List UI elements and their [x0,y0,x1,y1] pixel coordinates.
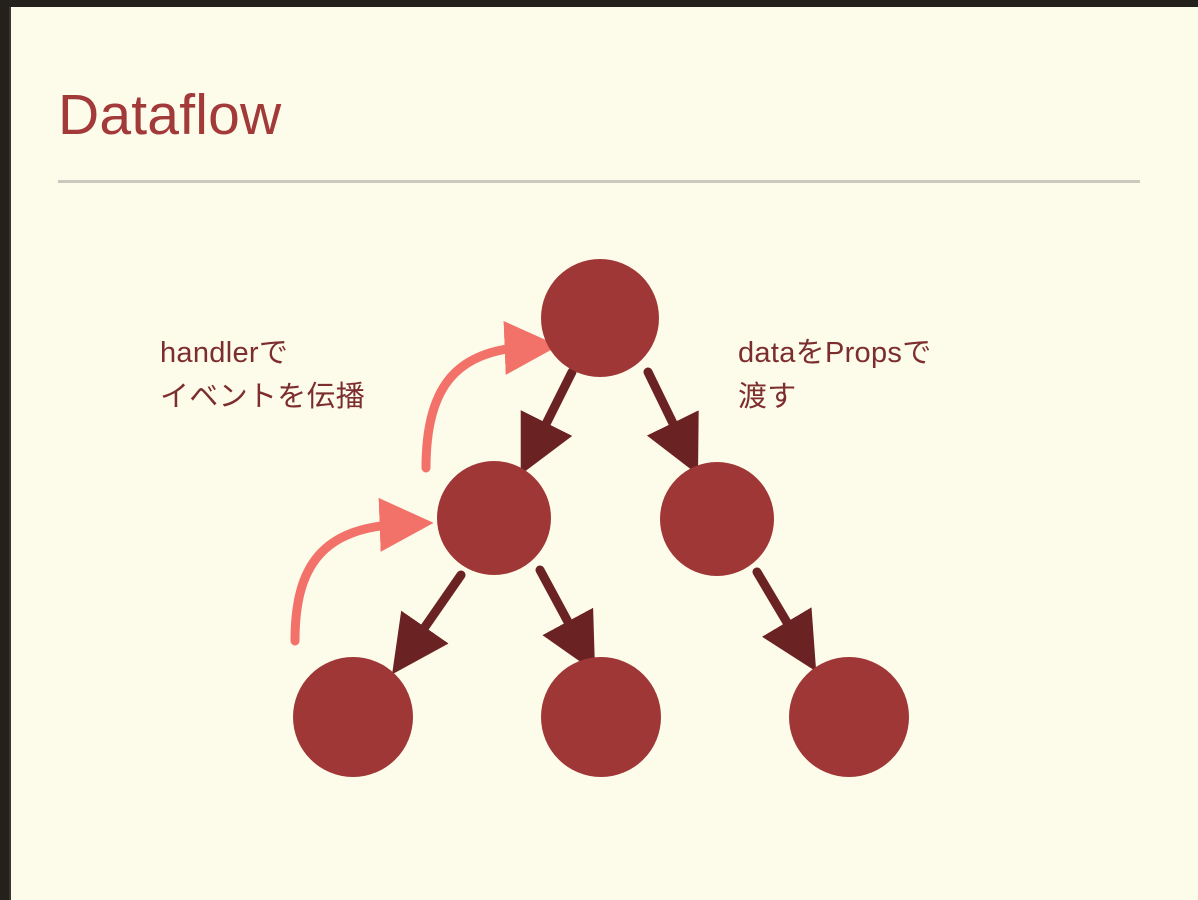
down-arrow-root-to-mid-left [520,367,577,475]
up-arrow-group [290,320,559,646]
down-arrow-mid-left-to-leaf-left [392,570,466,675]
frame-edge-left-inner [9,7,11,900]
down-arrow-mid-left-to-leaf-center [535,565,596,673]
tree-node-leaf-center [541,657,661,777]
title-divider [58,180,1140,183]
tree-node-mid-right [660,462,774,576]
annotation-data-props: dataをPropsで 渡す [738,337,932,414]
tree-node-mid-left [437,461,551,575]
up-arrow-handler-event-to-mid-left [290,497,434,646]
down-arrow-group [392,367,817,675]
down-arrow-mid-right-to-leaf-right [752,567,817,672]
down-arrow-root-to-mid-right [643,367,699,475]
annotation-handler-event: handlerで イベントを伝播 [160,337,366,414]
tree-node-leaf-right [789,657,909,777]
frame-edge-top [0,0,1198,7]
frame-edge-left [0,0,9,900]
tree-node-root [541,259,659,377]
page-title: Dataflow [58,83,282,147]
up-arrow-handler-event-to-root [421,320,559,473]
tree-node-leaf-left [293,657,413,777]
tree-node-group [293,259,909,777]
